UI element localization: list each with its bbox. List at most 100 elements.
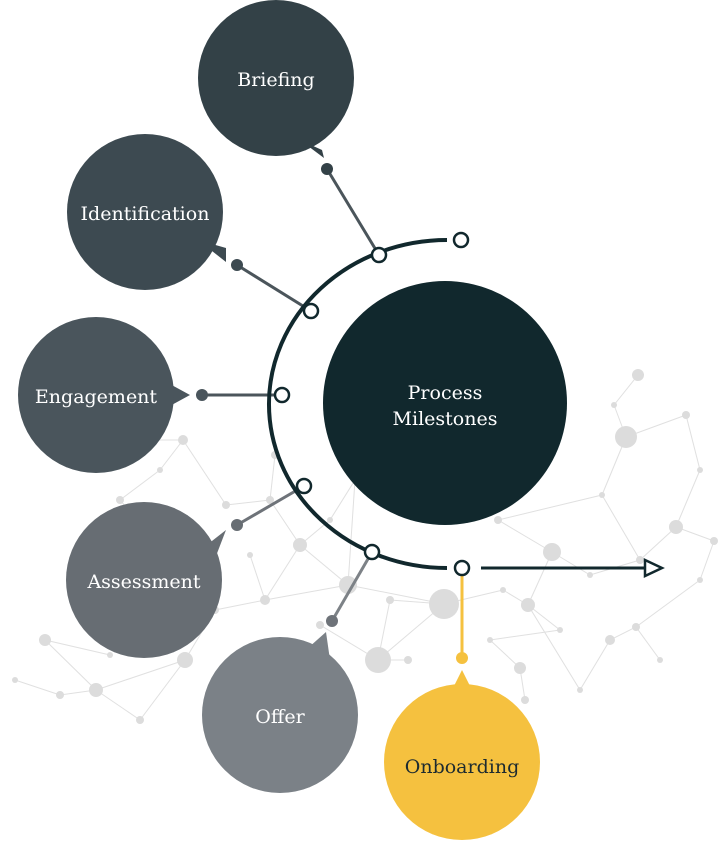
- network-edge: [675, 469, 701, 528]
- network-node: [327, 517, 333, 523]
- connector-offer: [330, 551, 374, 622]
- center-node: Process Milestones: [323, 281, 567, 525]
- milestone-identification: Identification: [67, 134, 226, 290]
- arc-nodes: [273, 231, 471, 577]
- network-node: [107, 652, 113, 658]
- network-node: [657, 657, 663, 663]
- network-node: [500, 587, 506, 593]
- network-edge: [489, 629, 561, 641]
- milestone-assessment: Assessment: [66, 502, 226, 658]
- network-edge: [269, 499, 301, 546]
- network-node: [636, 556, 644, 564]
- network-node: [260, 595, 270, 605]
- network-edge: [44, 639, 111, 656]
- center-title-line1: Process: [408, 382, 483, 404]
- center-title-line2: Milestones: [393, 408, 498, 430]
- bubble-circle: [384, 684, 540, 840]
- connector-assessment: [236, 484, 305, 527]
- network-edge: [639, 526, 677, 561]
- dot-briefing: [321, 163, 333, 175]
- milestone-offer: Offer: [202, 632, 358, 793]
- network-edge: [699, 540, 715, 581]
- milestone-label: Offer: [255, 706, 305, 728]
- milestone-label: Assessment: [86, 571, 200, 593]
- network-edge: [497, 494, 603, 521]
- network-node: [682, 411, 690, 419]
- network-node: [669, 520, 683, 534]
- network-edge: [182, 439, 227, 506]
- connector-identification: [236, 263, 312, 313]
- network-node: [177, 652, 193, 668]
- center-circle: [323, 281, 567, 525]
- arc-node-briefing: [370, 246, 388, 264]
- bubble-circle: [198, 0, 354, 156]
- network-node: [632, 369, 644, 381]
- network-node: [316, 621, 324, 629]
- network-edge: [347, 479, 356, 586]
- network-node: [365, 647, 391, 673]
- network-node: [89, 683, 103, 697]
- dot-offer: [326, 615, 338, 627]
- network-node: [697, 467, 703, 473]
- network-node: [56, 691, 64, 699]
- network-node: [157, 467, 163, 473]
- arc-node-identification: [302, 302, 320, 320]
- network-edge: [159, 439, 184, 471]
- network-node: [429, 589, 459, 619]
- network-edge: [329, 479, 356, 521]
- milestone-label: Onboarding: [405, 756, 519, 778]
- network-edge: [685, 414, 701, 471]
- arc-start-node: [452, 231, 470, 249]
- network-edge: [635, 626, 661, 661]
- network-edge: [119, 469, 161, 501]
- network-edge: [264, 544, 301, 601]
- bubble-circle: [67, 134, 223, 290]
- network-edge: [527, 604, 581, 691]
- network-node: [404, 656, 412, 664]
- network-node: [543, 543, 561, 561]
- network-node: [521, 598, 535, 612]
- network-edge: [95, 689, 141, 721]
- network-node: [577, 687, 583, 693]
- arc-node-assessment: [295, 477, 313, 495]
- network-edge: [225, 499, 271, 506]
- milestone-label: Identification: [81, 203, 210, 225]
- network-edge: [497, 519, 553, 553]
- network-node: [12, 677, 18, 683]
- bubble-circle: [18, 317, 174, 473]
- network-node: [697, 577, 703, 583]
- milestone-label: Briefing: [237, 69, 314, 91]
- network-node: [605, 635, 615, 645]
- arc-node-offer: [363, 543, 381, 561]
- network-node: [222, 501, 230, 509]
- dot-engagement: [196, 389, 208, 401]
- network-edge: [347, 584, 445, 605]
- arrow-head-icon: [643, 558, 665, 578]
- arc-node-onboarding: [453, 559, 471, 577]
- network-edge: [249, 554, 266, 601]
- network-node: [293, 538, 307, 552]
- network-node: [386, 596, 394, 604]
- network-edge: [269, 454, 276, 501]
- network-edge: [44, 639, 97, 691]
- network-edge: [299, 544, 349, 586]
- network-edge: [139, 659, 186, 721]
- milestone-briefing: Briefing: [198, 0, 354, 158]
- network-node: [178, 435, 188, 445]
- network-edge: [635, 579, 701, 628]
- milestone-onboarding: Onboarding: [384, 670, 540, 840]
- network-edge: [527, 551, 553, 606]
- network-node: [487, 637, 493, 643]
- arc-node-engagement: [273, 386, 291, 404]
- bubble-circle: [202, 637, 358, 793]
- milestone-engagement: Engagement: [18, 317, 190, 473]
- milestone-label: Engagement: [35, 386, 158, 408]
- network-node: [116, 496, 124, 504]
- bubble-circle: [66, 502, 222, 658]
- network-node: [632, 623, 640, 631]
- dot-assessment: [231, 519, 243, 531]
- network-node: [494, 516, 502, 524]
- network-node: [247, 552, 253, 558]
- network-edge: [214, 599, 266, 611]
- network-node: [339, 576, 357, 594]
